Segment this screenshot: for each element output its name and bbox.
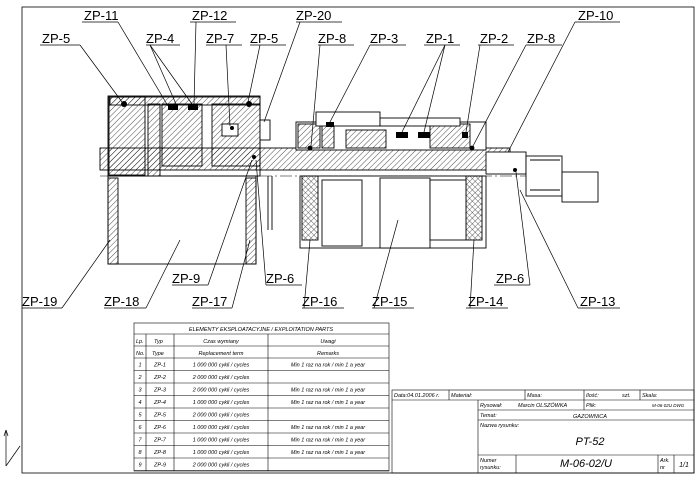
label-zp-11: ZP-11 — [84, 8, 118, 23]
tb-numer-label-2: rysunku: — [480, 465, 501, 471]
tb-ark-label-1: Ark. — [659, 458, 670, 464]
tb-rysowal-label: Rysował: — [480, 403, 503, 409]
label-zp-3: ZP-3 — [370, 31, 398, 46]
table-cell-remarks: Min 1 raz na rok / min 1 a year — [291, 363, 366, 369]
table-cell-no: 8 — [138, 450, 142, 456]
tb-rysowal: Marcin OLSZÓWKA — [518, 402, 568, 409]
label-zp-18: ZP-18 — [104, 294, 139, 309]
label-zp-9: ZP-9 — [172, 271, 200, 286]
table-cell-type: ZP-5 — [153, 413, 167, 419]
label-zp-6-left: ZP-6 — [266, 271, 294, 286]
table-cell-remarks: Min 1 raz na rok / min 1 a year — [291, 400, 366, 406]
table-cell-term: 2 000 000 cykli / cycles — [192, 388, 250, 394]
table-cell-type: ZP-2 — [153, 375, 166, 381]
label-zp-17: ZP-17 — [192, 294, 227, 309]
table-cell-type: ZP-3 — [153, 388, 167, 394]
col-no: No. — [136, 351, 145, 357]
table-cell-remarks: Min 1 raz na rok / min 1 a year — [291, 450, 366, 456]
label-zp-2: ZP-2 — [480, 31, 508, 46]
table-cell-type: ZP-1 — [153, 363, 166, 369]
tb-skala: Skala: — [642, 393, 658, 399]
table-cell-type: ZP-9 — [153, 463, 166, 469]
label-zp-4: ZP-4 — [146, 31, 174, 46]
exploitation-parts-table: ELEMENTY EKSPLOATACYJNE / EXPLOITATION P… — [133, 322, 390, 472]
table-cell-term: 1 000 000 cykli / cycles — [193, 400, 250, 406]
col-typ: Typ — [154, 339, 163, 345]
col-type: Type — [152, 351, 164, 357]
col-replacement: Replacement term — [199, 351, 244, 357]
table-cell-type: ZP-8 — [153, 450, 167, 456]
ucs-axis-icon — [3, 429, 21, 467]
label-zp-14: ZP-14 — [468, 294, 503, 309]
table-cell-term: 2 000 000 cykli / cycles — [192, 463, 250, 469]
tb-numer: M-06-02/U — [560, 458, 612, 470]
table-cell-term: 1 000 000 cykli / cycles — [193, 363, 250, 369]
col-remarks: Remarks — [317, 351, 339, 357]
part-labels-top: ZP-11 ZP-12 ZP-20 ZP-10 ZP-5 ZP-4 ZP-7 Z… — [42, 8, 613, 46]
label-zp-19: ZP-19 — [22, 294, 57, 309]
table-cell-no: 9 — [138, 463, 141, 469]
table-cell-term: 2 000 000 cykli / cycles — [192, 413, 250, 419]
label-zp-5-right: ZP-5 — [250, 31, 278, 46]
tb-nazwa: PT-52 — [576, 436, 605, 448]
tb-temat-label: Temat: — [480, 413, 497, 419]
sheet-frame — [21, 6, 695, 474]
tb-plik: M-06-02U DWG — [652, 403, 685, 408]
table-cell-no: 2 — [137, 375, 141, 381]
tb-data: Data:04.01.2006 r. — [394, 393, 439, 399]
leader-lines — [22, 21, 620, 309]
table-cell-term: 1 000 000 cykli / cycles — [193, 450, 250, 456]
table-cell-no: 6 — [138, 425, 142, 431]
table-cell-remarks: Min 1 raz na rok / min 1 a year — [291, 388, 366, 394]
label-zp-7: ZP-7 — [206, 31, 234, 46]
tb-numer-label-1: Numer — [480, 458, 498, 464]
table-cell-type: ZP-7 — [153, 438, 167, 444]
label-zp-8-left: ZP-8 — [318, 31, 346, 46]
tb-temat: GAZOWNICA — [573, 414, 607, 420]
table-cell-term: 1 000 000 cykli / cycles — [193, 425, 250, 431]
label-zp-5-left: ZP-5 — [42, 31, 70, 46]
assembly-section-view — [99, 95, 600, 265]
table-cell-no: 1 — [138, 363, 141, 369]
tb-plik-label: Plik: — [586, 403, 597, 409]
table-cell-no: 4 — [138, 400, 141, 406]
table-cell-remarks: Min 1 raz na rok / min 1 a year — [291, 438, 366, 444]
label-zp-1: ZP-1 — [426, 31, 454, 46]
table-cell-type: ZP-4 — [153, 400, 166, 406]
tb-szt: szt. — [622, 393, 631, 399]
col-czas: Czas wymiany — [203, 339, 240, 345]
table-cell-no: 3 — [138, 388, 142, 394]
label-zp-13: ZP-13 — [580, 294, 615, 309]
label-zp-20: ZP-20 — [296, 8, 331, 23]
parts-table-title: ELEMENTY EKSPLOATACYJNE / EXPLOITATION P… — [189, 327, 333, 333]
label-zp-10: ZP-10 — [578, 8, 613, 23]
label-zp-12: ZP-12 — [192, 8, 227, 23]
col-lp: Lp. — [136, 339, 144, 345]
tb-ark-label-2: nr — [660, 465, 666, 471]
table-cell-remarks: Min 1 raz na rok / min 1 a year — [291, 425, 366, 431]
title-block: Data:04.01.2006 r. Materiał: Masa: Ilość… — [391, 389, 695, 474]
tb-masa: Masa: — [527, 393, 542, 399]
label-zp-8-right: ZP-8 — [527, 31, 555, 46]
part-labels-bottom: ZP-9 ZP-6 ZP-6 ZP-19 ZP-18 ZP-17 ZP-16 Z… — [22, 271, 615, 309]
label-zp-6-right: ZP-6 — [496, 271, 524, 286]
table-cell-no: 5 — [138, 413, 142, 419]
tb-nazwa-label: Nazwa rysunku: — [480, 423, 520, 429]
table-cell-term: 1 000 000 cykli / cycles — [193, 438, 250, 444]
label-zp-15: ZP-15 — [372, 294, 407, 309]
tb-ilosc: Ilość: — [586, 393, 599, 399]
col-uwagi: Uwagi — [320, 339, 336, 345]
table-cell-type: ZP-6 — [153, 425, 167, 431]
label-zp-16: ZP-16 — [302, 294, 337, 309]
table-cell-no: 7 — [138, 438, 142, 444]
tb-material: Materiał: — [451, 393, 473, 399]
table-cell-term: 2 000 000 cykli / cycles — [192, 375, 250, 381]
tb-ark: 1/1 — [679, 462, 689, 469]
